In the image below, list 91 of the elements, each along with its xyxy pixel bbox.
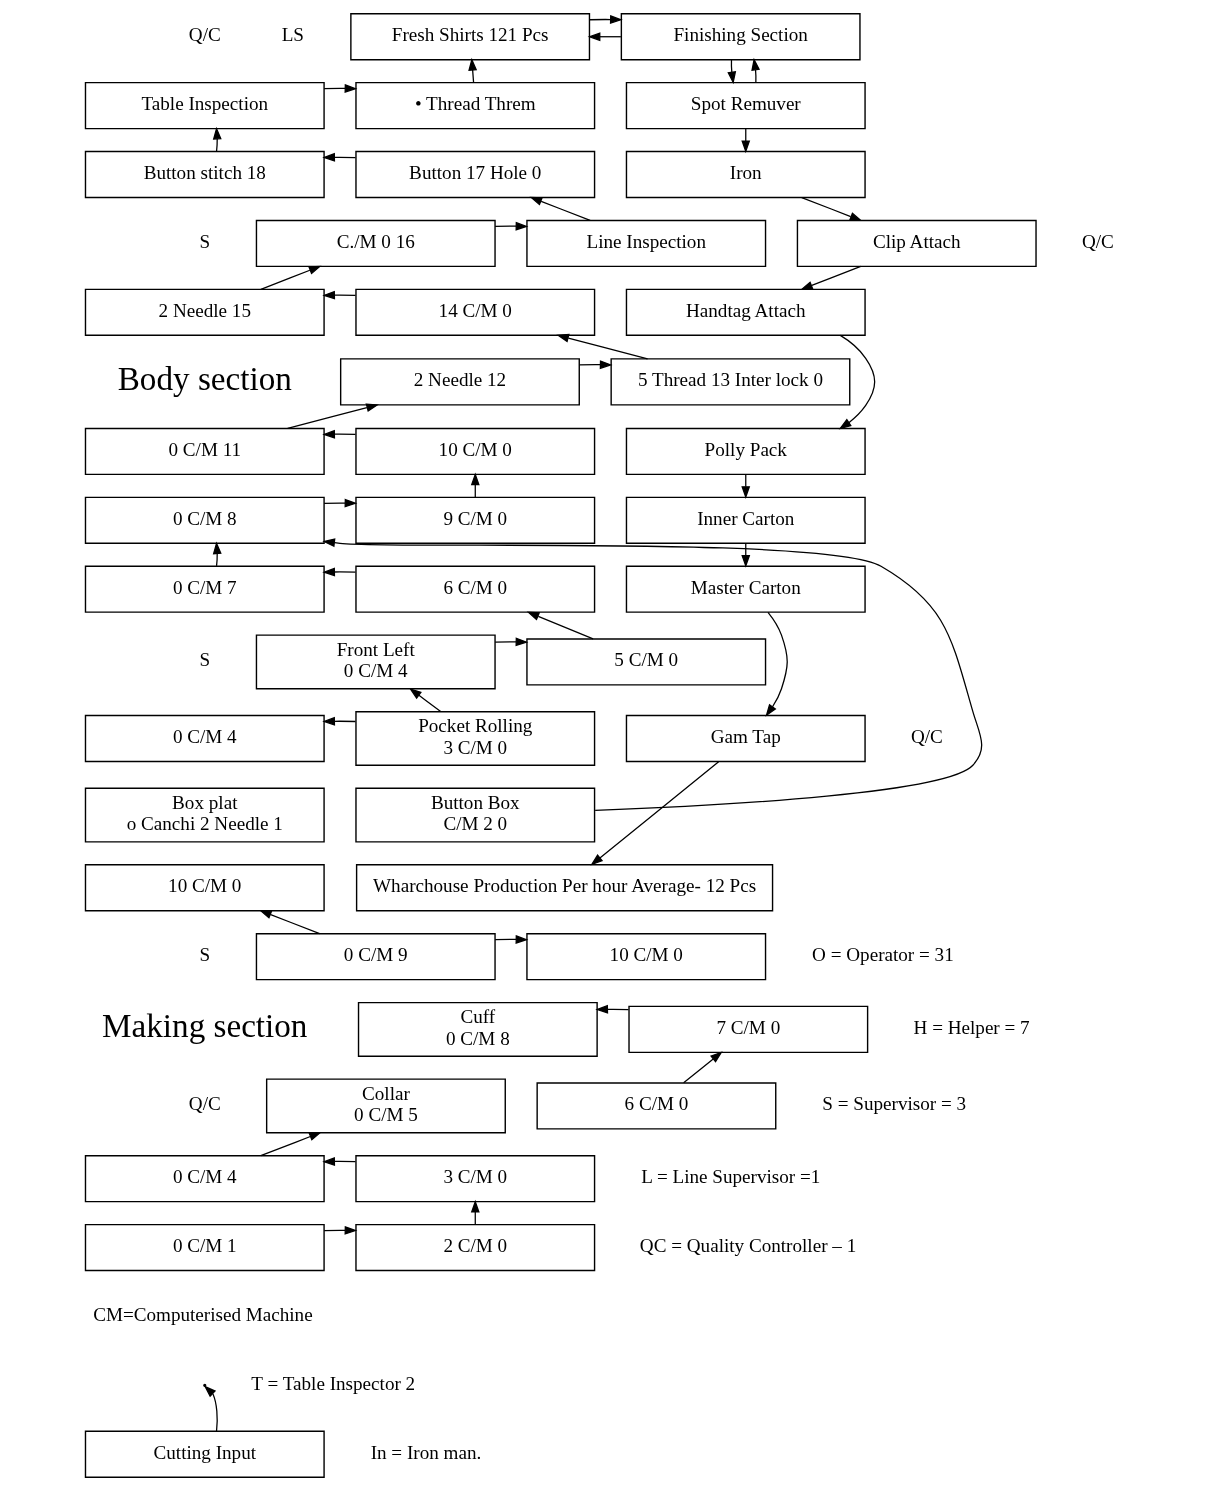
- node-box: Fresh Shirts 121 Pcs: [349, 13, 590, 61]
- node-box: 0 C/M 9: [255, 933, 496, 981]
- node-box: Iron: [625, 150, 866, 199]
- label: O = Operator = 31: [811, 944, 954, 966]
- node-box: 0 C/M 4: [84, 1155, 325, 1203]
- node-box: Spot Remuver: [625, 81, 866, 130]
- arrow: [764, 611, 788, 717]
- node-box: Box plat o Canchi 2 Needle 1: [84, 787, 325, 843]
- arrow: [323, 83, 357, 93]
- arrow: [321, 152, 356, 162]
- node-box: 2 Needle 12: [339, 358, 580, 406]
- node-box: 0 C/M 4: [84, 714, 325, 763]
- label: Q/C: [910, 725, 943, 747]
- arrow: [212, 126, 222, 152]
- label: H = Helper = 7: [913, 1016, 1030, 1038]
- arrow: [321, 716, 356, 726]
- arrow: [321, 538, 982, 811]
- arrow: [323, 1225, 357, 1235]
- node-box: 0 C/M 7: [84, 565, 325, 613]
- node-box: Handtag Attach: [625, 288, 866, 336]
- arrow: [578, 360, 613, 370]
- node-box: Gam Tap: [625, 714, 866, 763]
- node-box: 0 C/M 11: [84, 427, 325, 476]
- label: LS: [281, 24, 304, 46]
- label: Making section: [101, 1007, 307, 1045]
- label: S: [198, 649, 210, 671]
- node-box: 10 C/M 0: [354, 427, 595, 476]
- arrow: [321, 290, 356, 300]
- label: In = Iron man.: [370, 1441, 481, 1463]
- arrow: [555, 333, 648, 360]
- arrow: [526, 611, 594, 640]
- arrow: [408, 687, 441, 713]
- node-box: Wharchouse Production Per hour Average- 12 Pcs: [355, 864, 773, 912]
- node-box: Pocket Rolling 3 C/M 0: [354, 711, 595, 766]
- node-box: Cutting Input: [84, 1430, 325, 1478]
- arrow: [321, 429, 356, 439]
- node-box: 5 Thread 13 Inter lock 0: [609, 358, 850, 406]
- label: S: [198, 944, 210, 966]
- arrow: [467, 57, 477, 83]
- node-box: Collar 0 C/M 5: [265, 1078, 506, 1134]
- node-box: C./M 0 16: [255, 219, 496, 268]
- arrow: [589, 761, 719, 866]
- arrow: [494, 934, 528, 944]
- node-box: 7 C/M 0: [627, 1005, 868, 1054]
- node-box: Line Inspection: [525, 219, 766, 268]
- label: S = Supervisor = 3: [821, 1093, 966, 1115]
- node-box: Cuff 0 C/M 8: [357, 1001, 598, 1057]
- arrow: [682, 1051, 723, 1084]
- label: Q/C: [188, 24, 221, 46]
- label: Q/C: [188, 1093, 221, 1115]
- arrow: [594, 1004, 629, 1014]
- label: Body section: [117, 359, 292, 397]
- arrow: [212, 541, 222, 567]
- label: T = Table Inspector 2: [250, 1372, 415, 1394]
- node-box: 3 C/M 0: [354, 1155, 595, 1203]
- arrow: [323, 498, 357, 508]
- arrow: [286, 403, 379, 429]
- node-box: Button 17 Hole 0: [354, 150, 595, 199]
- label: Q/C: [1081, 230, 1114, 252]
- arrow: [321, 1157, 356, 1166]
- node-box: • Thread Threm: [354, 81, 595, 130]
- arrow: [587, 32, 621, 42]
- node-box: Polly Pack: [625, 427, 866, 476]
- label: L = Line Supervisor =1: [640, 1166, 820, 1188]
- arrow: [494, 637, 528, 647]
- node-box: 2 Needle 15: [84, 288, 325, 336]
- node-box: Clip Attach: [796, 219, 1037, 268]
- node-box: Button Box C/M 2 0: [354, 787, 595, 843]
- node-box: 6 C/M 0: [354, 565, 595, 613]
- node-box: 0 C/M 1: [84, 1223, 325, 1272]
- node-box: Table Inspection: [84, 81, 325, 130]
- node-box: 14 C/M 0: [354, 288, 595, 336]
- node-box: 10 C/M 0: [525, 933, 766, 981]
- node-box: 2 C/M 0: [354, 1223, 595, 1272]
- node-box: 6 C/M 0: [535, 1082, 776, 1130]
- node-box: Master Carton: [625, 565, 866, 613]
- arrow: [494, 221, 528, 231]
- node-box: 9 C/M 0: [354, 496, 595, 544]
- node-box: 5 C/M 0: [525, 638, 766, 686]
- arrow: [321, 567, 356, 577]
- node-box: 0 C/M 8: [84, 496, 325, 544]
- node-box: Front Left 0 C/M 4: [255, 634, 496, 690]
- node-box: 10 C/M 0: [84, 864, 325, 912]
- node-box: Button stitch 18: [84, 150, 325, 199]
- label: S: [198, 230, 210, 252]
- node-box: Finishing Section: [620, 13, 861, 61]
- arrow: [750, 57, 760, 83]
- arrow: [588, 15, 623, 24]
- label: QC = Quality Controller – 1: [639, 1235, 856, 1257]
- node-box: Inner Carton: [625, 496, 866, 544]
- label: CM=Computerised Machine: [92, 1303, 313, 1325]
